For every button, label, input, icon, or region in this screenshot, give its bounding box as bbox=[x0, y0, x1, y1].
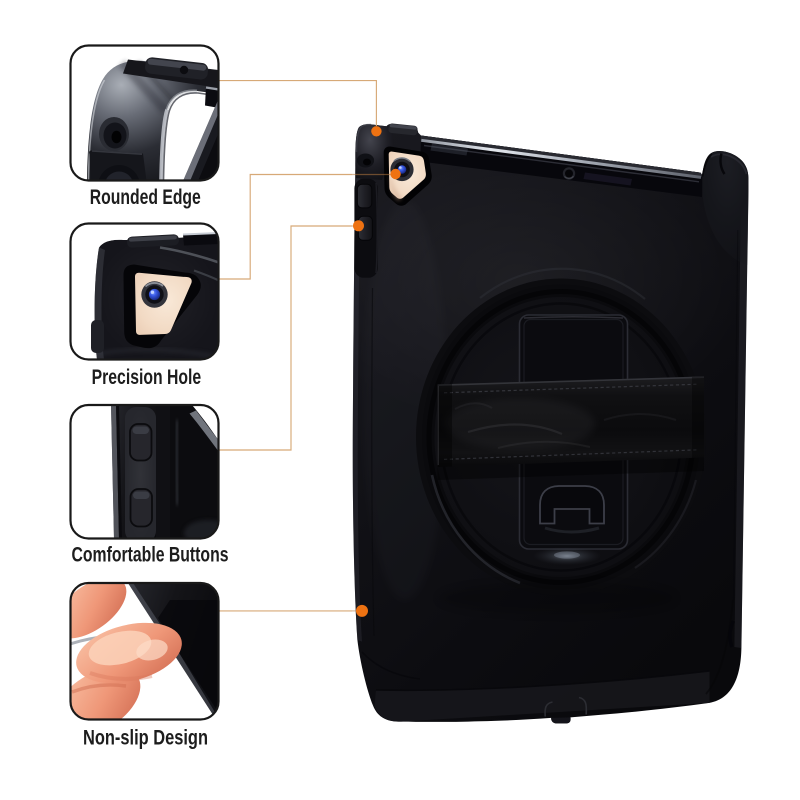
svg-text:Rounded Edge: Rounded Edge bbox=[90, 185, 201, 209]
svg-text:Non-slip Design: Non-slip Design bbox=[83, 726, 208, 750]
svg-text:Precision Hole: Precision Hole bbox=[92, 365, 202, 389]
svg-text:Comfortable Buttons: Comfortable Buttons bbox=[72, 543, 229, 567]
